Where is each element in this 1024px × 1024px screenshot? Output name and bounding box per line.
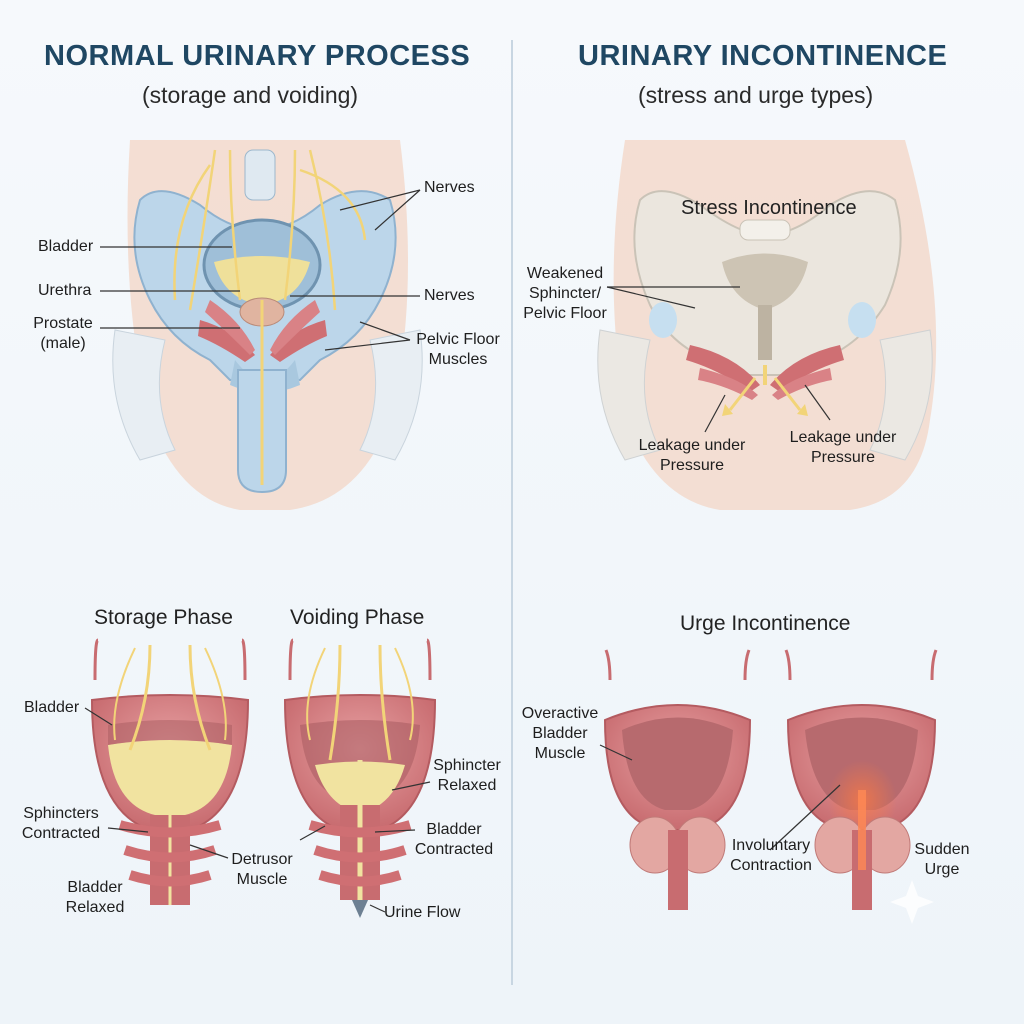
- voiding-bladder-illustration: [283, 638, 437, 918]
- right-subtitle: (stress and urge types): [638, 82, 874, 108]
- phase-leaders: [84, 707, 431, 913]
- urge-incontinence-title: Urge Incontinence: [680, 612, 851, 635]
- normal-pelvis-leaders: [100, 189, 421, 351]
- stress-pelvis-illustration: [597, 140, 937, 510]
- stress-incontinence-title: Stress Incontinence: [681, 197, 857, 219]
- label-urethra: Urethra: [38, 282, 92, 299]
- label-urine-flow: Urine Flow: [384, 904, 461, 921]
- sparkle-icon: [890, 880, 934, 924]
- label-bladder: Bladder: [38, 238, 94, 255]
- storage-bladder-illustration: [90, 638, 250, 905]
- left-title: NORMAL URINARY PROCESS: [44, 40, 471, 72]
- label-nerves-mid: Nerves: [424, 287, 475, 304]
- right-title: URINARY INCONTINENCE: [578, 40, 948, 72]
- left-subtitle: (storage and voiding): [142, 82, 359, 108]
- voiding-phase-title: Voiding Phase: [290, 606, 425, 629]
- urge-leaders: [599, 744, 841, 851]
- label-prostate: Prostate(male): [33, 315, 93, 352]
- storage-phase-title: Storage Phase: [94, 606, 233, 629]
- label-storage-bladder: Bladder: [24, 699, 80, 716]
- urge-bladder-illustration-2: [784, 649, 938, 910]
- stress-leaders: [606, 286, 831, 433]
- urge-bladder-illustration-1: [603, 649, 752, 910]
- label-nerves-top: Nerves: [424, 179, 475, 196]
- normal-pelvis-illustration: [112, 140, 423, 510]
